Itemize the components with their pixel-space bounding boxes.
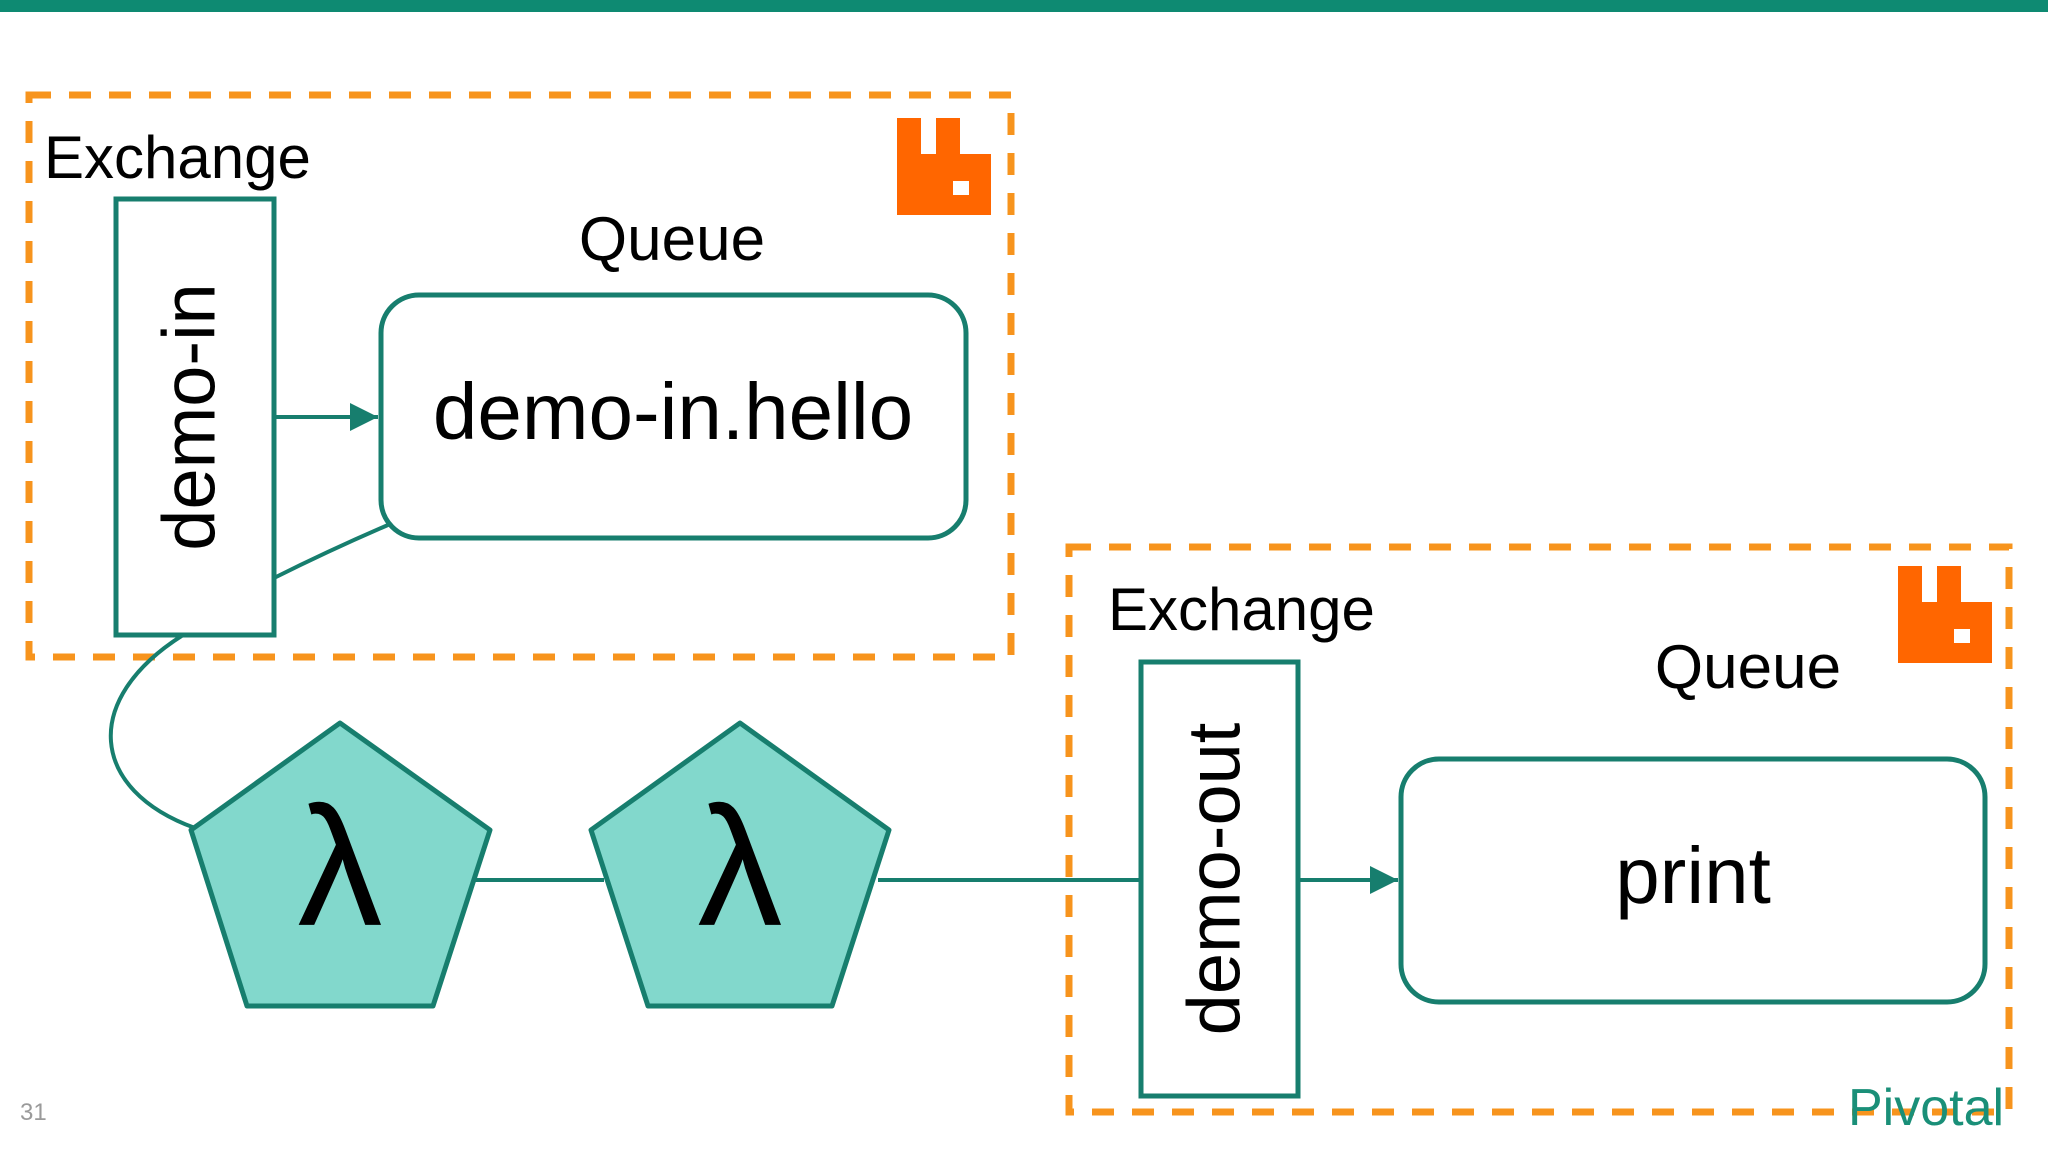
lambda-pentagon-1 [188,720,493,1009]
lambda-icon: λ [298,772,383,962]
queue-print[interactable] [1398,756,1988,1005]
left-broker-group: Exchange [25,91,1015,661]
queue-demo-in-hello[interactable] [378,292,969,541]
left-queue-caption: Queue [579,205,765,274]
exchange-demo-out[interactable] [1138,659,1301,1099]
exchange-demo-out-label: demo-out [1173,722,1256,1035]
queue-demo-in-hello-label: demo-in.hello [433,367,913,456]
right-group-border [1065,543,2013,1116]
rabbitmq-logo-icon [1898,566,1992,663]
top-accent-bar [0,0,2048,12]
right-queue-caption: Queue [1655,633,1841,702]
left-group-border [25,91,1015,661]
right-exchange-caption: Exchange [1108,576,1375,643]
line-exchange-to-lambda-1 [108,633,196,830]
brand-logo: Pivotal [1848,1079,2004,1137]
exchange-demo-in-label: demo-in [148,283,231,550]
slide-number: 31 [20,1099,47,1126]
lambda-icon: λ [698,772,783,962]
lambda-pentagon-2 [588,720,892,1009]
function-node[interactable]: λ [188,720,493,1009]
function-node[interactable]: λ [588,720,892,1009]
line-queue-to-exchange-return [273,523,389,580]
rabbitmq-logo-icon [897,118,991,215]
queue-print-label: print [1615,831,1771,920]
right-broker-group: Exchange [1065,543,2013,1116]
left-exchange-caption: Exchange [44,124,311,191]
exchange-demo-in[interactable] [113,196,277,638]
